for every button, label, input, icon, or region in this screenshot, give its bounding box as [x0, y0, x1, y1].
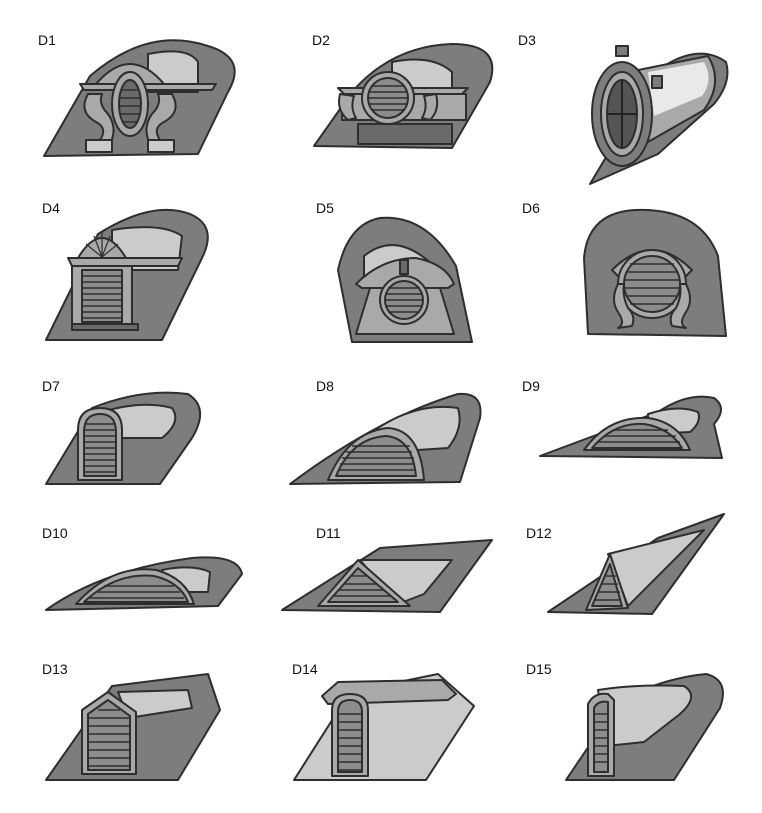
dormer-d10: D10 — [42, 520, 262, 670]
dormer-label: D9 — [522, 378, 540, 394]
dormer-d10-drawing — [45, 556, 243, 611]
dormer-d7: D7 — [42, 378, 262, 528]
dormer-d12-drawing — [547, 513, 725, 615]
dormer-d15-drawing — [565, 673, 724, 781]
dormer-label: D15 — [526, 661, 552, 677]
dormer-label: D2 — [312, 32, 330, 48]
dormer-d9: D9 — [518, 378, 738, 528]
dormer-d11-drawing — [281, 539, 493, 613]
dormer-d4-drawing — [45, 208, 209, 341]
dormer-label: D12 — [526, 525, 552, 541]
dormer-d5: D5 — [316, 200, 536, 350]
dormer-label: D13 — [42, 661, 68, 677]
dormer-d13-drawing — [45, 673, 221, 781]
dormer-d7-drawing — [45, 391, 201, 485]
dormer-d3: D3 — [518, 32, 738, 185]
dormer-label: D11 — [316, 525, 341, 541]
dormer-d8-drawing — [289, 392, 482, 485]
dormer-d8: D8 — [288, 378, 508, 528]
dormer-d3-drawing — [589, 45, 729, 185]
dormer-label: D7 — [42, 378, 60, 394]
dormer-d6: D6 — [522, 200, 742, 350]
dormer-d4: D4 — [42, 200, 262, 350]
dormer-d9-drawing — [539, 395, 723, 459]
dormer-d2-drawing — [313, 43, 494, 149]
dormer-label: D6 — [522, 200, 540, 216]
dormer-label: D1 — [38, 32, 56, 48]
dormer-label: D3 — [518, 32, 536, 48]
dormer-d11: D11 — [280, 520, 500, 670]
dormer-d15: D15 — [524, 656, 744, 806]
dormer-label: D4 — [42, 200, 60, 216]
dormer-d14-drawing — [293, 673, 475, 781]
dormer-d12: D12 — [524, 513, 744, 670]
dormer-d2: D2 — [312, 32, 532, 182]
dormer-label: D14 — [292, 661, 318, 677]
dormer-d5-drawing — [337, 216, 473, 343]
dormer-d1: D1 — [38, 32, 258, 182]
dormer-label: D8 — [316, 378, 334, 394]
dormer-d1-drawing — [43, 39, 236, 157]
dormer-d13: D13 — [42, 656, 262, 806]
dormer-label: D10 — [42, 525, 68, 541]
dormer-label: D5 — [316, 200, 334, 216]
dormer-d14: D14 — [292, 656, 512, 806]
dormer-d6-drawing — [583, 208, 727, 337]
